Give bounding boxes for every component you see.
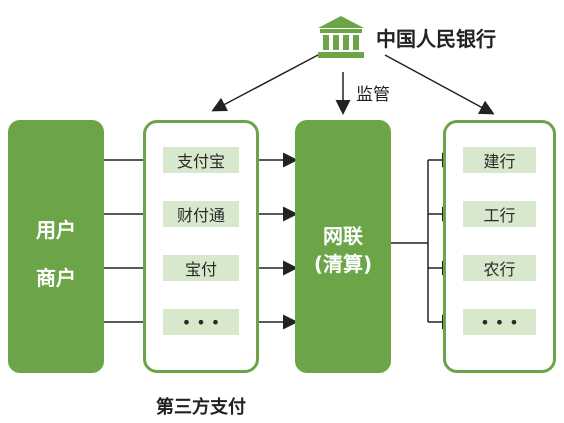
bank-item: 工行 [463,201,536,227]
supervision-label: 监管 [356,85,390,105]
bank-item: 农行 [463,255,536,281]
third-party-item: • • • [163,309,239,335]
clearing-label: 网联 [323,224,363,248]
bank-header: 中国人民银行 [316,14,496,60]
bank-label: 中国人民银行 [376,26,496,51]
bank-building-icon [318,16,364,58]
bank-item: • • • [463,309,536,335]
users-merchants-block: 用户 商户 [8,120,104,373]
clearing-sub-label: (清算) [313,252,373,276]
third-party-caption: 第三方支付 [156,397,246,418]
third-party-item: 财付通 [163,201,239,227]
merchants-label: 商户 [36,266,76,290]
third-party-item: 支付宝 [163,147,239,173]
supervision-arrow-banks [384,54,495,115]
clearing-block: 网联 (清算) [295,120,391,373]
supervision-arrow-third-party [211,54,319,112]
users-label: 用户 [36,218,76,242]
third-party-item: 宝付 [163,255,239,281]
bank-item: 建行 [463,147,536,173]
